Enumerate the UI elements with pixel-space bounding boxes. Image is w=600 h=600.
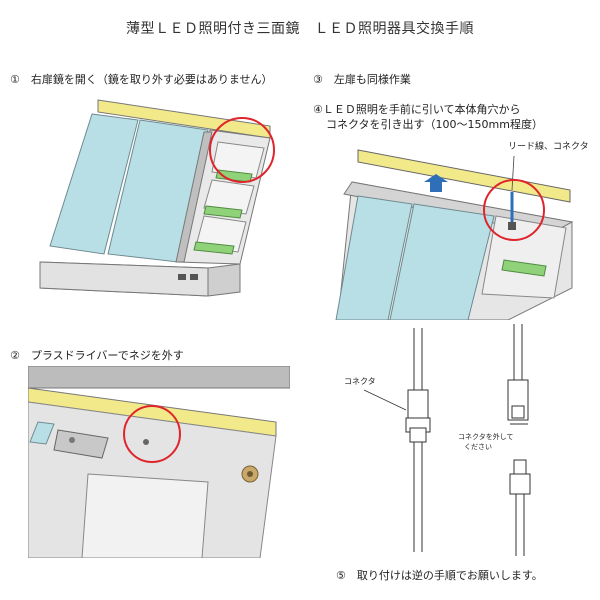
step-4-text-line2: コネクタを引き出す（100～150mm程度） (326, 118, 543, 131)
page-title: 薄型ＬＥＤ照明付き三面鏡 ＬＥＤ照明器具交換手順 (126, 21, 474, 37)
highlight-circle (483, 179, 545, 241)
disconnect-label-line1: コネクタを外して (458, 433, 514, 441)
screw-icon (143, 439, 149, 445)
left-mirror (49, 113, 139, 255)
center-mirror (389, 203, 495, 320)
step-4-text-line1: ④ＬＥＤ照明を手前に引いて本体角穴から (313, 103, 521, 116)
disconnect-label-line2: ください (464, 443, 492, 451)
connector-lower (409, 427, 427, 443)
shelf-3 (193, 241, 235, 255)
figure-remove-screw (28, 366, 290, 558)
left-mirror (335, 195, 413, 320)
connector-lower-separated (509, 473, 531, 495)
lead-wire-label: リード線、コネクタ (508, 142, 589, 152)
shelf (501, 259, 547, 277)
step-5-text: ⑤ 取り付けは逆の手順でお願いします。 (336, 569, 543, 582)
connector-upper (407, 389, 429, 423)
highlight-circle (123, 405, 181, 463)
figure-pull-led (335, 149, 574, 320)
up-arrow-icon (424, 174, 448, 192)
step-1-text: ① 右扉鏡を開く（鏡を取り外す必要はありません） (10, 73, 273, 86)
highlight-circle (209, 117, 275, 183)
bracket (53, 429, 109, 459)
led-bar (357, 149, 571, 203)
step-2-text: ② プラスドライバーでネジを外す (10, 349, 184, 362)
step-3-text: ③ 左扉も同様作業 (313, 73, 411, 86)
connector-label: コネクタ (344, 377, 376, 386)
figure-connector-detail (363, 324, 531, 556)
figure-open-right-door (39, 99, 275, 297)
shelf-2 (203, 205, 243, 219)
